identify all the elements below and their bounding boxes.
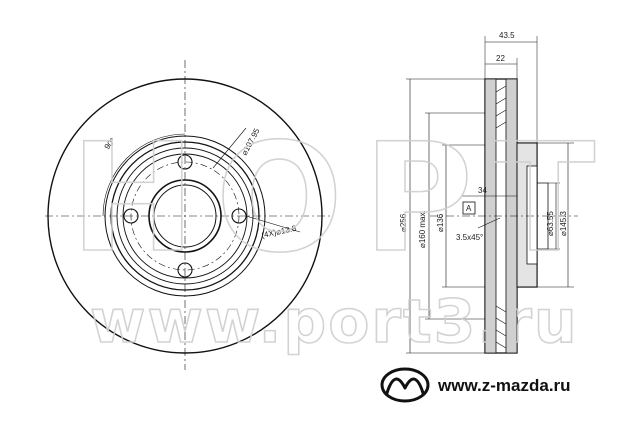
inner-diameter-label: ⌀145.3: [559, 211, 568, 236]
datum-label: A: [466, 204, 472, 213]
watermark: НОРТ www.port3.ru: [69, 111, 615, 358]
datum-box: [462, 201, 476, 215]
front-view: [45, 60, 330, 370]
center-bore: [148, 179, 222, 253]
hat-depth-label: 34: [478, 186, 487, 195]
brand: www.z-mazda.ru: [380, 367, 571, 403]
pad-diameter-label: ⌀136: [436, 213, 445, 232]
max-diameter-label: ⌀160 max.: [418, 210, 427, 248]
disc-outer-edge: [47, 78, 323, 354]
overall-width-label: 43.5: [499, 31, 515, 40]
watermark-top-text: НОРТ: [70, 112, 615, 286]
hub-diameter-label: ⌀63.55: [546, 211, 555, 236]
mazda-logo-icon: [380, 367, 430, 403]
side-view: [406, 36, 578, 354]
bolt-circle: [130, 161, 240, 271]
disc-thickness-label: 22: [496, 54, 505, 63]
side-view-dimensions: 43.5 22 ⌀256 ⌀160 max. ⌀136 34 A 3.5x45°…: [399, 31, 568, 248]
outer-diameter-label: ⌀256: [399, 213, 408, 232]
watermark-bottom-text: www.port3.ru: [90, 287, 579, 357]
brand-url[interactable]: www.z-mazda.ru: [437, 376, 571, 395]
chamfer-label: 3.5x45°: [456, 233, 483, 242]
